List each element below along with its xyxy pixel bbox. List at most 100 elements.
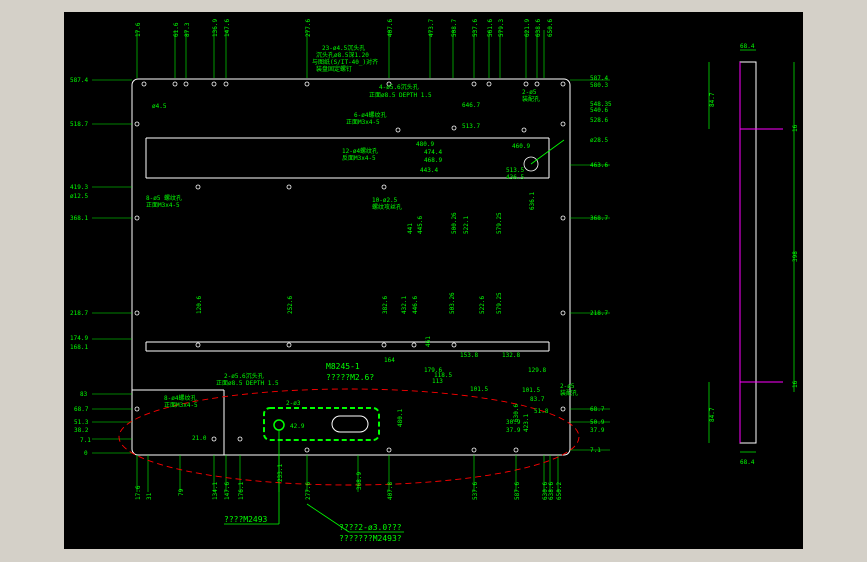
side-view-accent (739, 62, 783, 443)
right-dim-9: 218.7 (590, 310, 608, 317)
inner-dim-10: 441 (407, 223, 414, 234)
slot-feature (263, 407, 380, 441)
side-dim-6: 84.7 (709, 407, 716, 422)
top-dim-14: 638.6 (535, 19, 542, 37)
note-7b: 正面M3x4-5 (146, 202, 180, 209)
note-3: ø4.5 (152, 103, 167, 110)
inner-dim-29: 179.6 (424, 367, 442, 374)
cad-drawing: 17.6 61.6 87.3 136.9 147.6 277.6 407.6 4… (70, 19, 799, 543)
notes: 23-ø4.5沉头孔 沉头孔ø8.5深1.20 与图纸(S/IT-40_)对齐 … (146, 44, 578, 409)
left-dim-10: 68.7 (74, 406, 89, 413)
bottom-dim-7: 233.1 (277, 464, 284, 482)
side-dimension-lines (708, 49, 795, 453)
right-dim-10: 68.7 (590, 406, 605, 413)
top-dim-2: 61.6 (173, 22, 180, 37)
inner-dim-35: 630.6 (513, 404, 520, 422)
inner-dim-1: 646.7 (462, 102, 480, 109)
top-dim-8: 473.7 (428, 19, 435, 37)
side-dim-1: 68.4 (740, 43, 755, 50)
bottom-dim-6: 176.1 (238, 482, 245, 500)
note-4: 2-ø5 (522, 89, 537, 96)
side-view-labels: 68.4 84.7 16 398 16 84.7 68.4 (709, 43, 799, 466)
inner-dim-36: 51.8 (534, 408, 549, 415)
inner-dim-9: 513.5 (506, 167, 524, 174)
left-dim-7: 174.9 (70, 335, 88, 342)
right-dim-11: 50.9 (590, 419, 605, 426)
inner-dim-8: 436.5 (506, 174, 524, 181)
side-view (739, 61, 757, 444)
top-dim-5: 147.6 (224, 19, 231, 37)
inner-dim-5: 474.4 (424, 149, 442, 156)
left-dim-2: 518.7 (70, 121, 88, 128)
right-dim-12: 37.9 (590, 427, 605, 434)
inner-dim-31: 113 (432, 378, 443, 385)
note-2: 4-ø5.6沉头孔 (379, 83, 419, 91)
inner-dim-15: 636.1 (529, 192, 536, 210)
note-8b: 螺纹攻丝孔 (372, 203, 402, 211)
left-dim-14: 0 (84, 450, 88, 457)
inner-dim-40: 42.9 (290, 423, 305, 430)
left-dim-3: 419.3 (70, 184, 88, 191)
inner-dim-37: 30.9 (506, 419, 521, 426)
inner-dim-38: 37.9 (506, 427, 521, 434)
inner-dim-4: 480.9 (416, 141, 434, 148)
note-11: M8245-1 (326, 362, 360, 371)
bottom-dim-10: 407.8 (387, 482, 394, 500)
top-dimension-labels: 17.6 61.6 87.3 136.9 147.6 277.6 407.6 4… (135, 19, 554, 37)
callout-2: ????2-ø3.0??? (339, 523, 402, 532)
side-dim-7: 68.4 (740, 459, 755, 466)
note-13: 2-ø5 (560, 383, 575, 390)
left-dim-6: 218.7 (70, 310, 88, 317)
inner-dim-16: 120.6 (196, 296, 203, 314)
right-dim-5: 528.6 (590, 117, 608, 124)
bottom-dim-8: 277.6 (305, 482, 312, 500)
inner-dim-18: 382.6 (382, 296, 389, 314)
note-13b: 装配孔 (560, 389, 578, 397)
cad-drawing-viewport[interactable]: 17.6 61.6 87.3 136.9 147.6 277.6 407.6 4… (64, 12, 803, 549)
bottom-dim-1: 17.6 (135, 485, 142, 500)
inner-dim-11: 445.6 (417, 216, 424, 234)
inner-dim-24: 461 (425, 336, 432, 347)
top-dim-4: 136.9 (212, 19, 219, 37)
callout-3: ???????M2493? (339, 534, 402, 543)
inner-dim-33: 101.5 (522, 387, 540, 394)
top-dim-10: 537.6 (472, 19, 479, 37)
top-dim-13: 621.9 (524, 19, 531, 37)
left-dim-8: 168.1 (70, 344, 88, 351)
left-dim-4: ø12.5 (70, 193, 88, 200)
left-dim-9: 83 (80, 391, 88, 398)
left-dim-12: 38.2 (74, 427, 89, 434)
right-dim-4: 540.6 (590, 107, 608, 114)
note-6b: 反面M3x4-5 (342, 154, 376, 162)
inner-dim-42: 423.1 (523, 414, 530, 432)
note-1c: 与图纸(S/IT-40_)对齐 (312, 58, 378, 66)
callout-leaders (224, 139, 565, 533)
note-7: 8-ø5 螺纹孔 (146, 194, 182, 202)
right-dimension-labels: 587.4 580.3 548.35 540.6 528.6 ø28.5 463… (590, 75, 612, 454)
bottom-dimension-lines (136, 455, 559, 492)
bottom-dim-5: 147.6 (224, 482, 231, 500)
bottom-dim-14: 638.6 (548, 482, 555, 500)
right-dim-6: ø28.5 (590, 137, 608, 144)
note-11b: ?????M2.6? (326, 373, 374, 382)
inner-dim-12: 500.26 (451, 212, 458, 234)
bottom-dim-11: 537.6 (472, 482, 479, 500)
top-dim-3: 87.3 (184, 22, 191, 37)
inner-dim-30: 118.5 (434, 372, 452, 379)
inner-dim-19: 432.1 (401, 296, 408, 314)
inner-dim-32: 101.5 (470, 386, 488, 393)
bottom-dim-13: 630.6 (542, 482, 549, 500)
inner-dim-27: 132.8 (502, 352, 520, 359)
side-dim-2: 84.7 (709, 92, 716, 107)
side-dimension-witness (92, 79, 610, 454)
top-dim-11: 561.6 (487, 19, 494, 37)
note-10b: 正面M3x4-5 (164, 402, 198, 409)
left-dim-11: 51.3 (74, 419, 89, 426)
inner-dim-34: 83.7 (530, 396, 545, 403)
top-dim-6: 277.6 (305, 19, 312, 37)
inner-dim-13: 522.1 (463, 216, 470, 234)
right-dim-13: 7.1 (590, 447, 601, 454)
note-5: 6-ø4螺纹孔 (354, 111, 386, 119)
bottom-dimension-labels: 17.6 31 79 134.1 147.6 176.1 233.1 277.6… (135, 464, 563, 500)
bottom-callouts: ????M2493 ????2-ø3.0??? ???????M2493? (224, 515, 402, 543)
